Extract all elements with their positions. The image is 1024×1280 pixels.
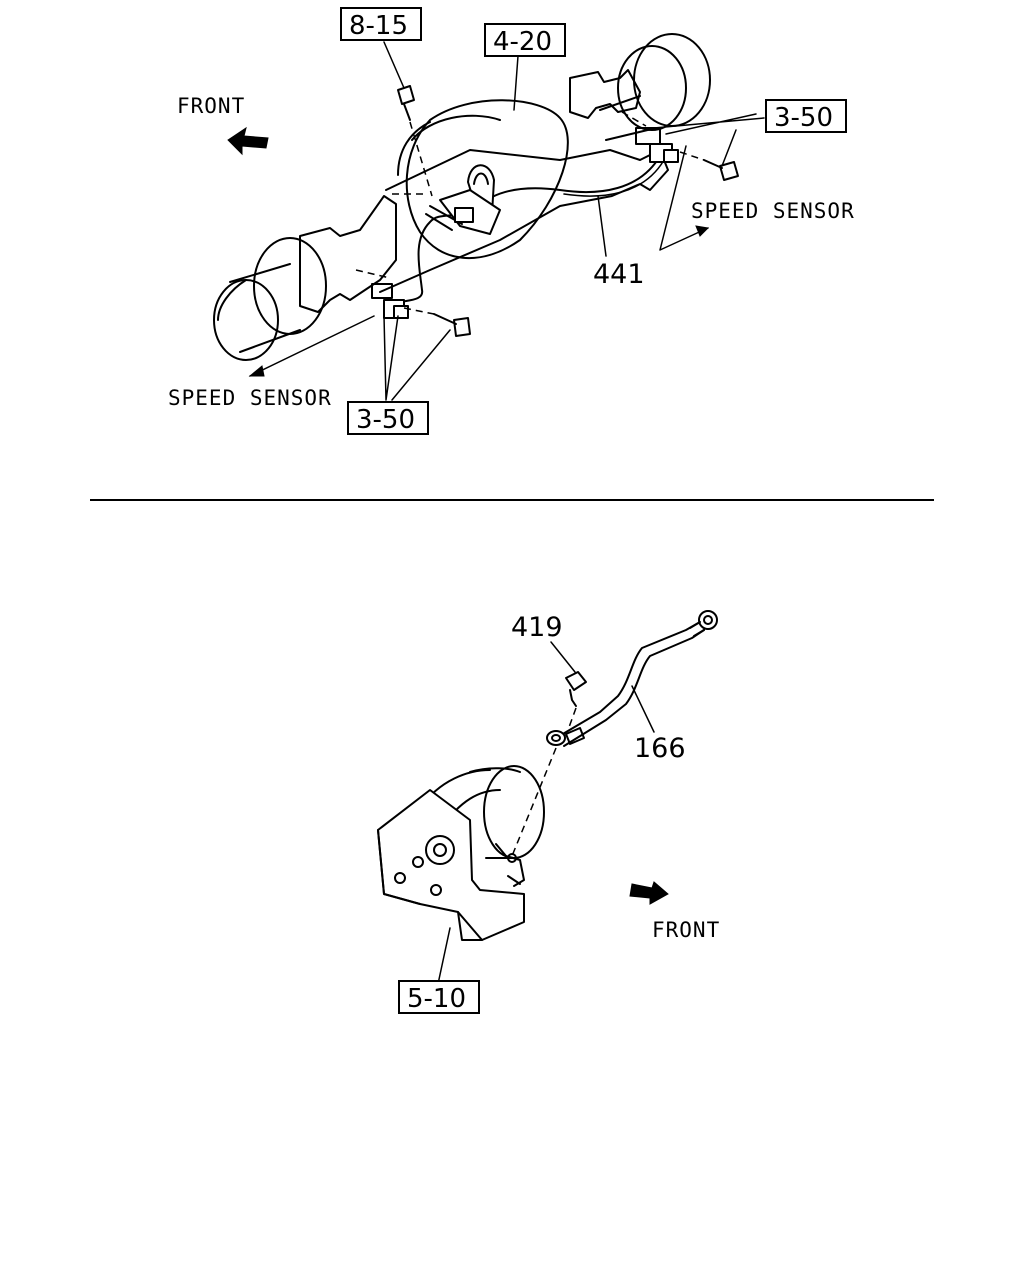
speed-sensor-arrow-left: [248, 315, 375, 377]
front-label-top: FRONT: [177, 94, 245, 118]
ref-box-4-20[interactable]: 4-20: [484, 23, 566, 57]
speed-sensor-label-left: SPEED SENSOR: [168, 386, 332, 410]
bolt-419: [565, 671, 587, 731]
ref-box-3-50-top[interactable]: 3-50: [765, 99, 847, 133]
ref-box-5-10[interactable]: 5-10: [398, 980, 480, 1014]
svg-text:8-15: 8-15: [349, 11, 408, 41]
front-arrow-top-icon: [227, 126, 269, 156]
speed-sensor-label-right: SPEED SENSOR: [691, 199, 855, 223]
bolt-8-15: [397, 85, 433, 197]
speed-sensor-harness-441: [371, 127, 679, 319]
front-arrow-bottom-icon: [629, 881, 669, 905]
part-number-419: 419: [511, 612, 563, 643]
svg-text:4-20: 4-20: [493, 27, 552, 57]
speed-sensor-arrow-right: [659, 145, 710, 251]
svg-text:3-50: 3-50: [774, 103, 833, 133]
ground-cable-166: [546, 610, 718, 747]
svg-text:5-10: 5-10: [407, 984, 466, 1014]
ref-box-3-50-bottom[interactable]: 3-50: [347, 401, 429, 435]
part-number-441: 441: [593, 259, 645, 290]
svg-text:3-50: 3-50: [356, 405, 415, 435]
front-label-bottom: FRONT: [652, 918, 720, 942]
part-number-166: 166: [634, 733, 686, 764]
starter-motor: [377, 765, 545, 941]
ref-box-8-15[interactable]: 8-15: [340, 7, 422, 41]
bolt-right-sensor: [679, 151, 739, 181]
bolt-left-sensor: [403, 307, 471, 337]
rear-axle-assembly: [213, 33, 711, 361]
